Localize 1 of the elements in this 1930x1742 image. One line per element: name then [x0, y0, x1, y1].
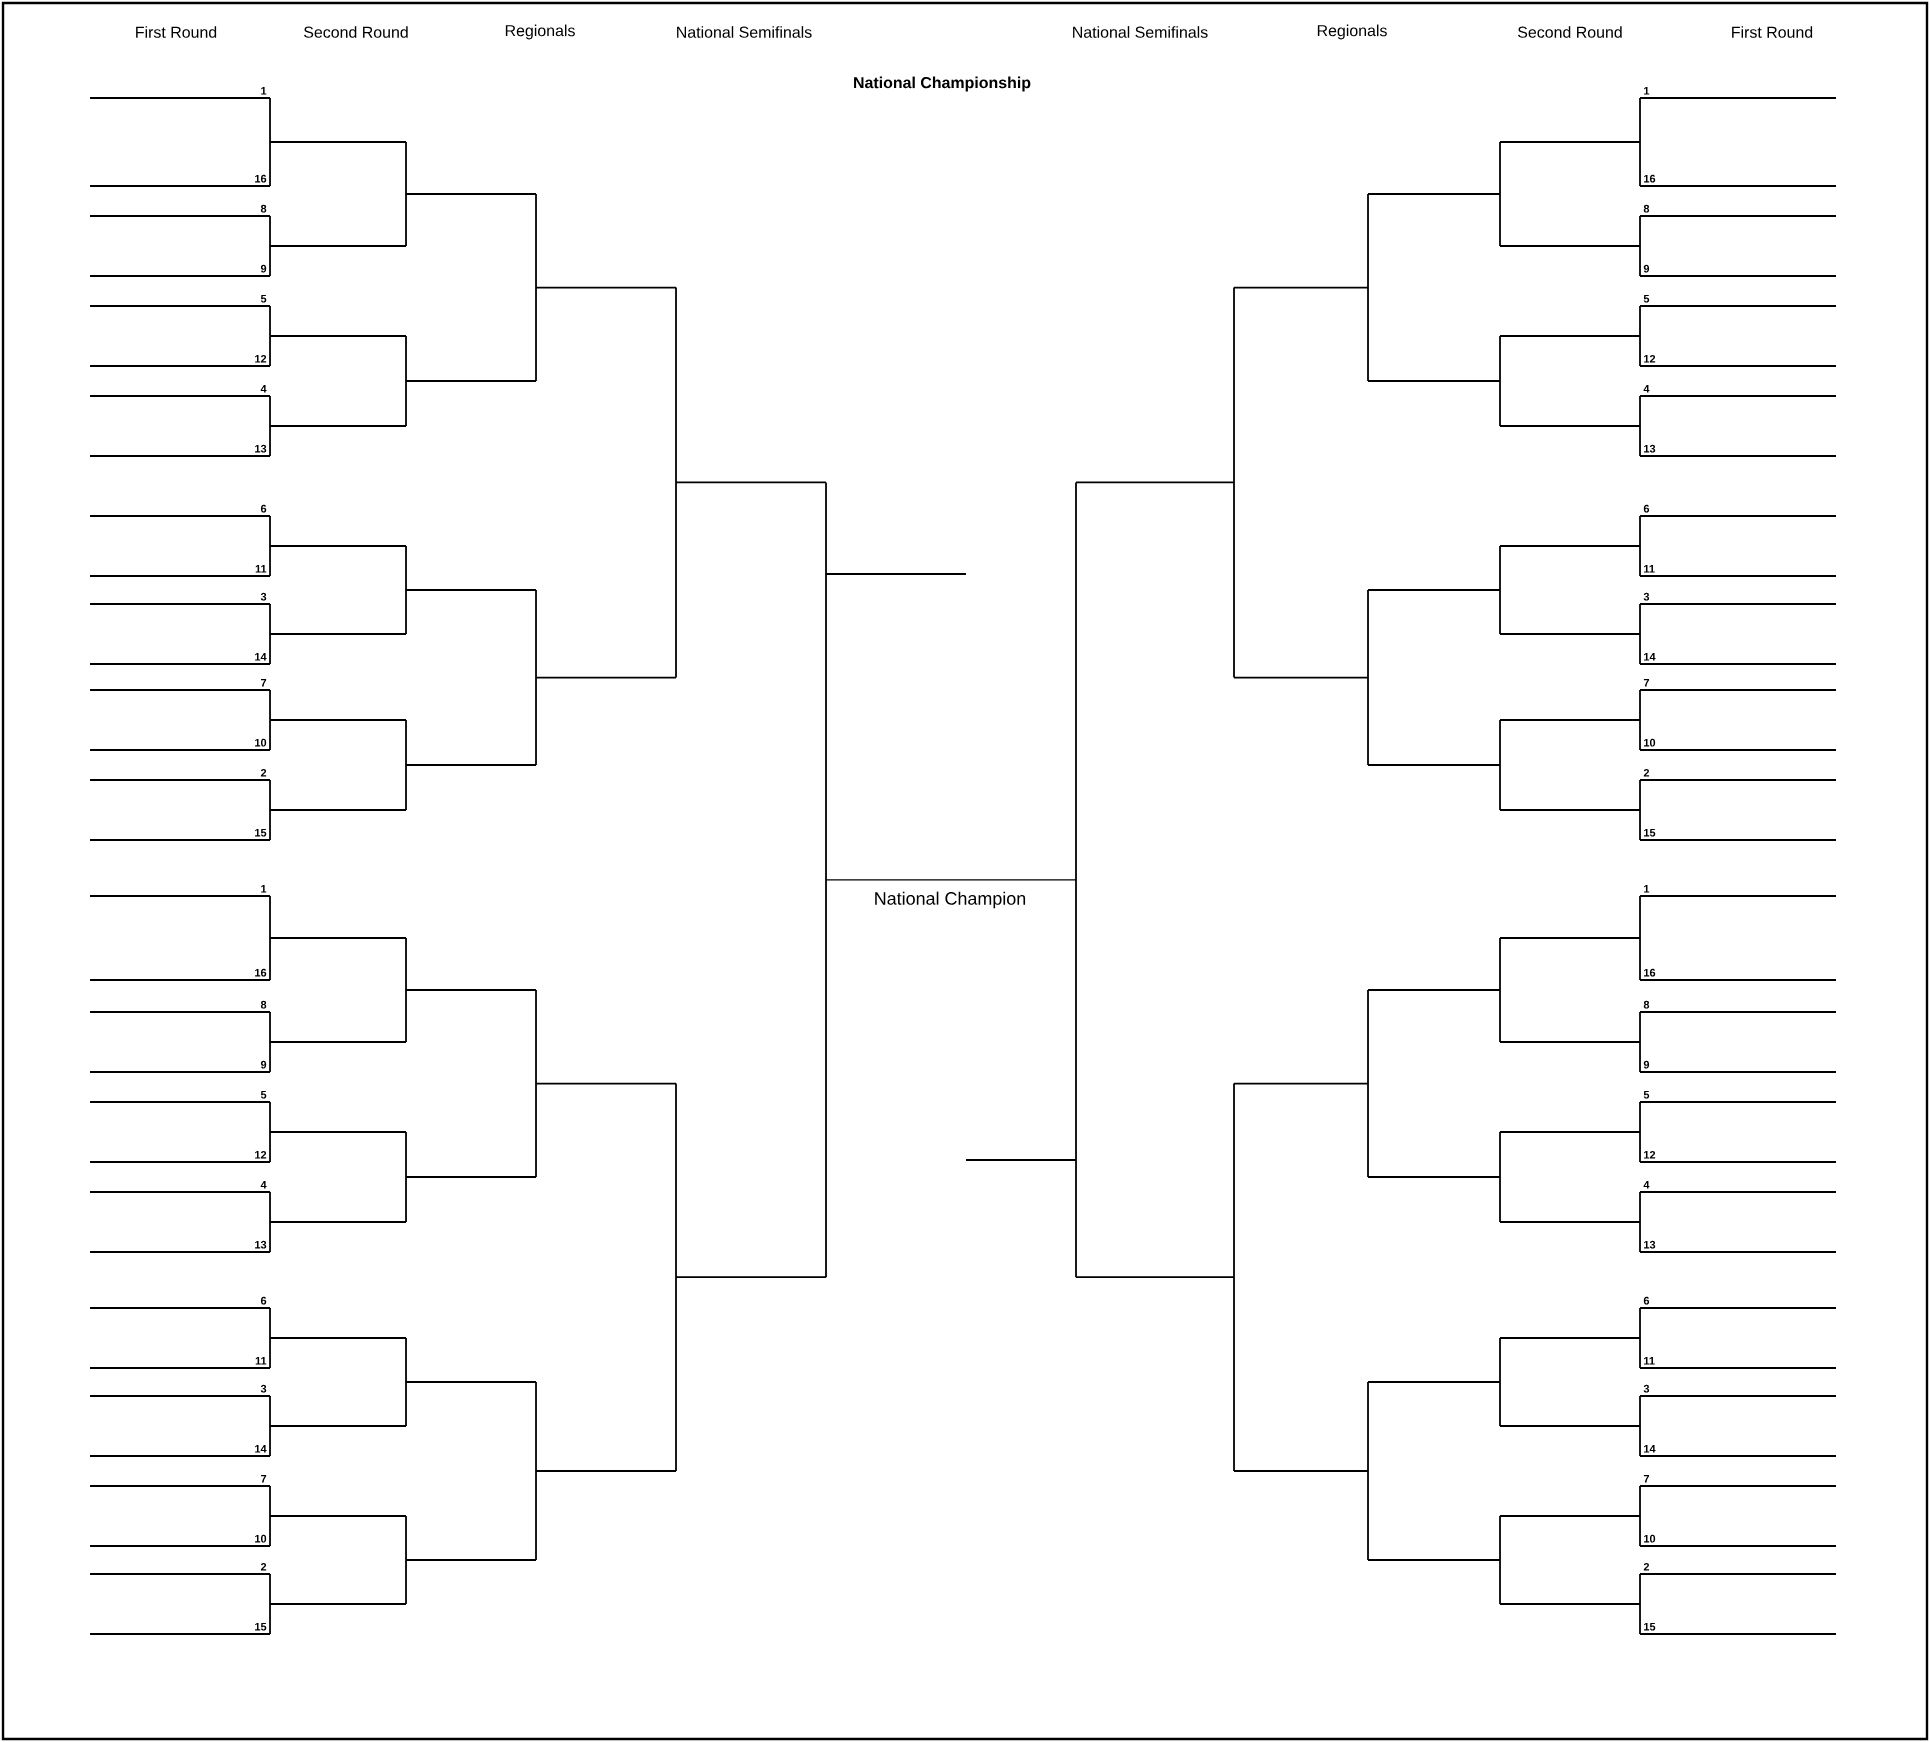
champion-label: National Champion — [875, 891, 1026, 909]
